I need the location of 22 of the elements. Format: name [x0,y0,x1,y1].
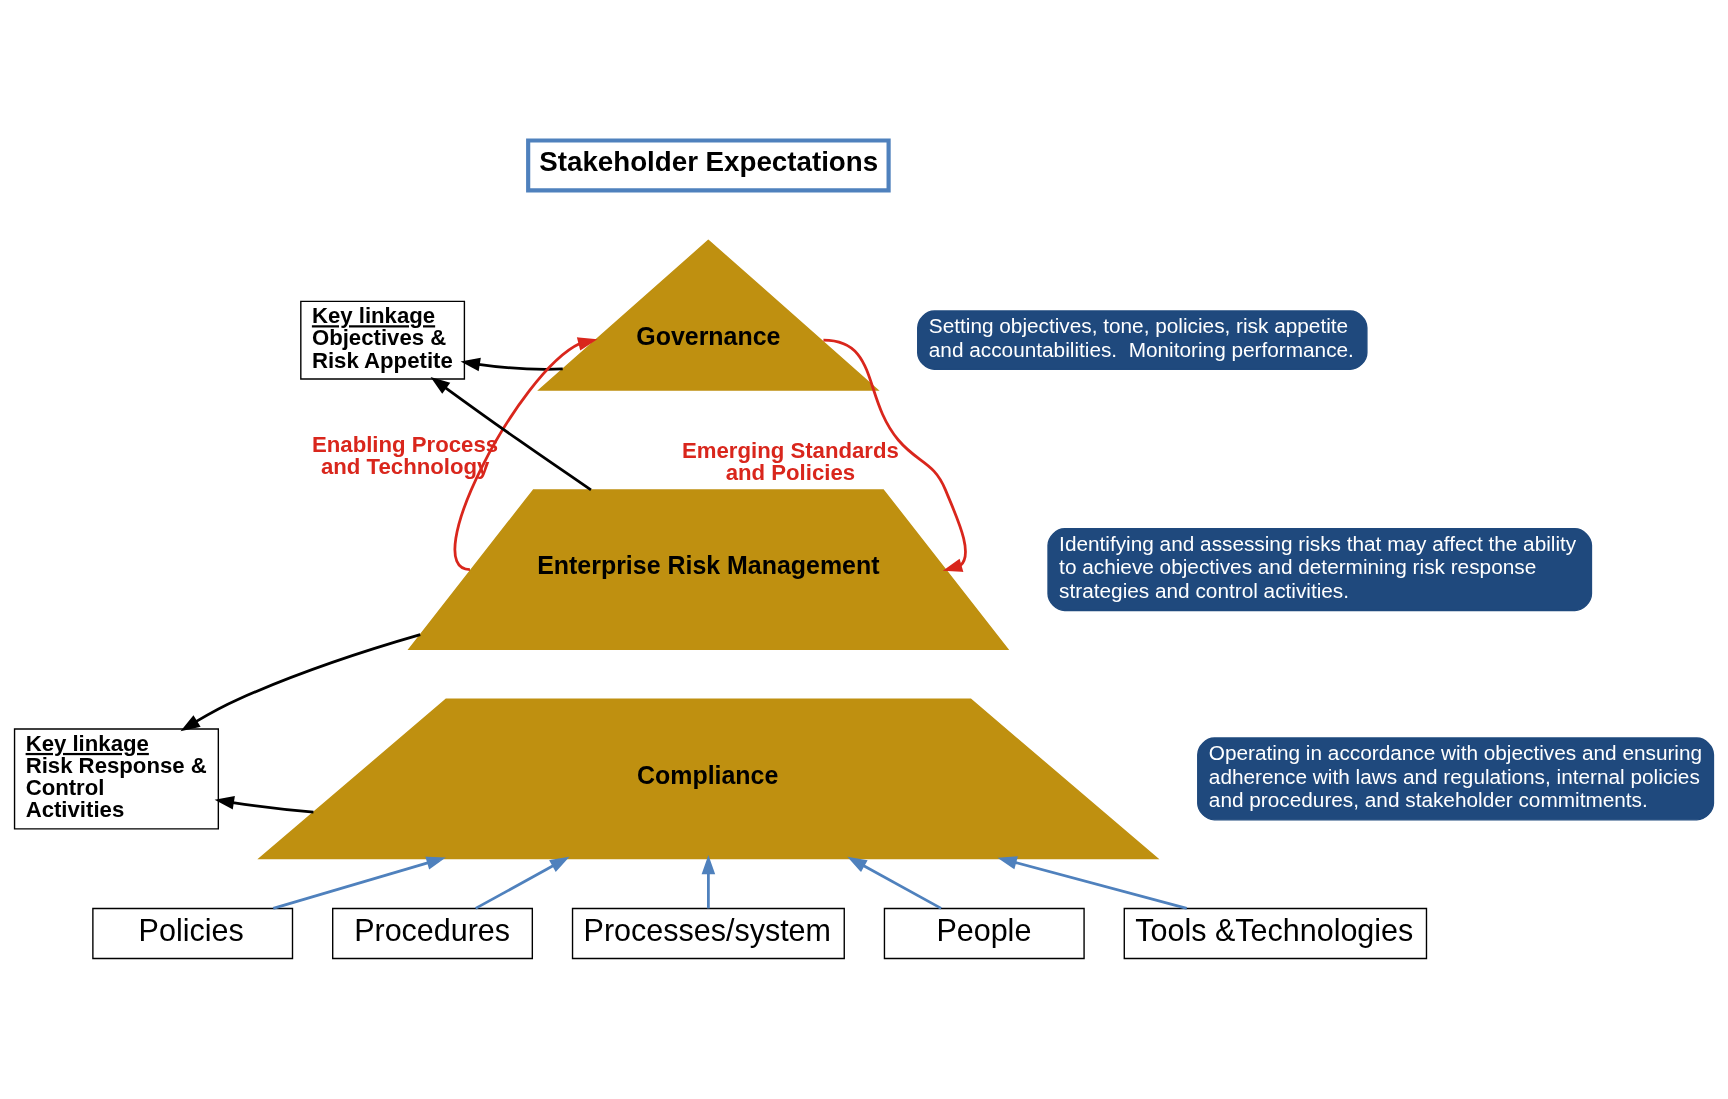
edge-label: Emerging Standards and Policies [682,437,899,486]
node-box: Processes/system [571,907,845,960]
node-box: Policies [92,907,294,960]
arrow [180,633,421,732]
node-box: Key linkage Objectives & Risk Appetite [300,300,466,380]
arrow [701,854,716,909]
arrow [997,856,1188,910]
node-box: Operating in accordance with objectives and ensuring adherence with laws and regulations, internal policies and procedures, and stakeholder commitments. [1197,737,1715,821]
arrow [460,357,563,372]
arrow [847,856,942,910]
arrow [474,856,570,910]
arrow [430,376,592,491]
node-box: Stakeholder Expectations [526,138,891,193]
node-box: Key linkage Risk Response & Control Activities [13,728,220,830]
node-box: Tools &Technologies [1123,907,1428,960]
arrow [214,796,314,814]
arrow [272,856,446,910]
node-box: People [883,907,1085,960]
arrow [823,338,967,572]
node-box: Procedures [332,907,534,960]
node-box: Identifying and assessing risks that may affect the ability to achieve objectives and determining risk response strategies and control activities. [1047,528,1593,612]
node-box: Setting objectives, tone, policies, risk appetite and accountabilities. Monitoring performance. [917,310,1368,370]
